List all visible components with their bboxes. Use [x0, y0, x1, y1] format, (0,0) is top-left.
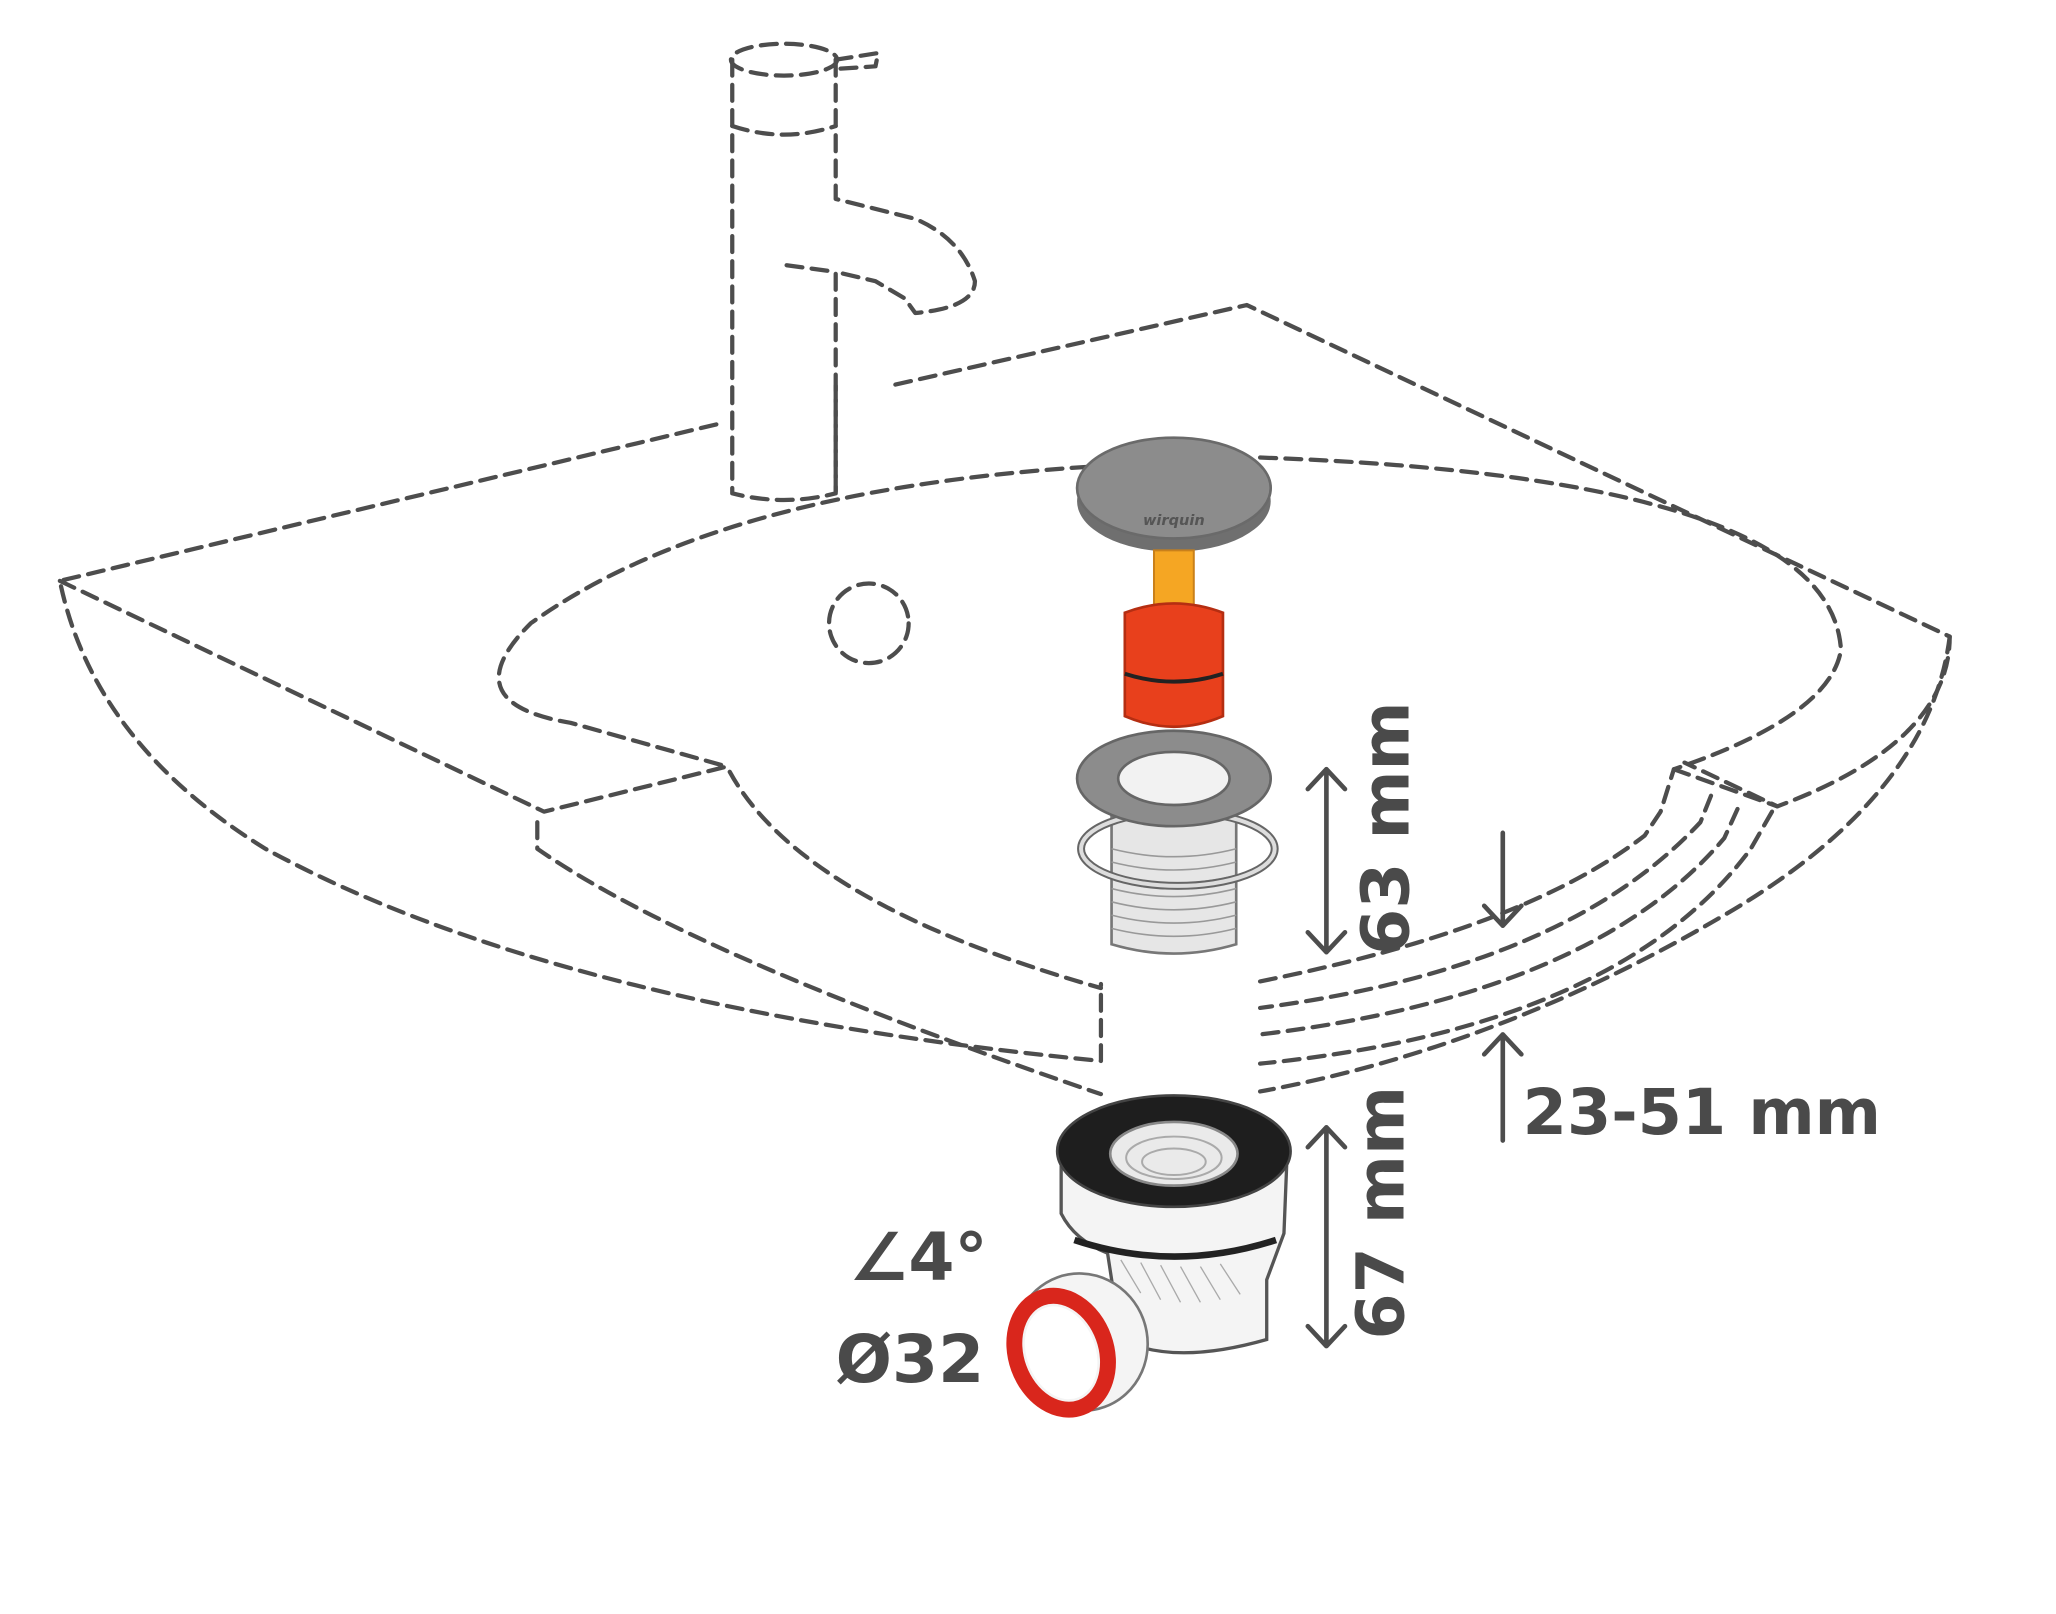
dimension-arrow-63mm [1305, 766, 1348, 955]
popup-body [1123, 602, 1225, 729]
bottle-trap [1055, 1094, 1292, 1355]
waste-body [1075, 729, 1279, 955]
dimension-arrow-67mm [1305, 1124, 1348, 1349]
faucet-outline [728, 41, 978, 503]
label-63mm: 63 mm [1347, 701, 1425, 955]
label-23-51mm: 23-51 mm [1523, 1076, 1881, 1150]
brand-logo: wirquin [1143, 512, 1205, 529]
label-diameter: Ø32 [836, 1320, 985, 1398]
popup-cap: wirquin [1075, 436, 1273, 552]
sink-outline [57, 302, 1952, 1097]
label-angle: ∠4° [849, 1218, 988, 1296]
dimension-arrow-sink-top [1481, 830, 1524, 929]
outlet-nut [1006, 1272, 1150, 1418]
tap-hole [826, 581, 911, 666]
dimension-arrow-sink-bottom [1481, 1032, 1524, 1143]
label-67mm: 67 mm [1341, 1086, 1419, 1340]
